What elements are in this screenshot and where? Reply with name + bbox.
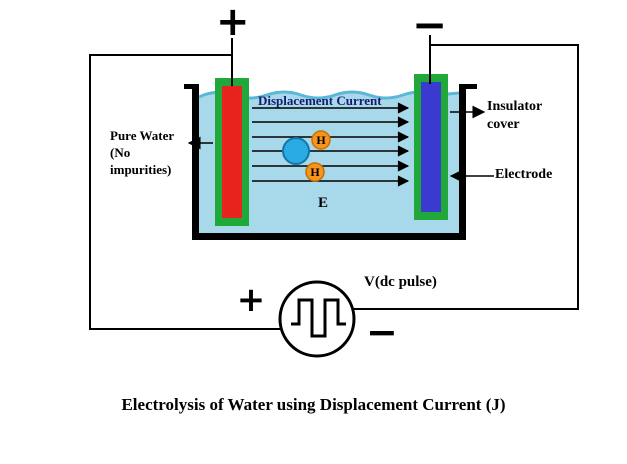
oxygen-atom	[282, 137, 310, 165]
insulator-cover-label: Insulator cover	[487, 99, 543, 132]
tank-bottom-wall	[192, 233, 466, 240]
pulse-source-circle	[278, 280, 356, 358]
tank-left-rim	[184, 84, 199, 89]
square-wave-icon	[291, 298, 346, 338]
water-fill	[199, 92, 459, 233]
minus-terminal-top: −	[412, 0, 448, 49]
hydrogen-ion-2-label: H	[310, 165, 320, 179]
diagram-title: Electrolysis of Water using Displacement…	[121, 395, 506, 414]
plus-terminal-source: +	[236, 280, 266, 320]
hydrogen-ion-2	[305, 162, 325, 182]
electrode-label: Electrode	[495, 167, 553, 182]
pure-water-label: Pure Water (No impurities)	[110, 128, 175, 177]
tank-left-wall	[192, 84, 199, 240]
hydrogen-ion-1-label: H	[316, 133, 326, 147]
hydrogen-ion-1	[311, 130, 331, 150]
field-e-label: E	[318, 195, 329, 211]
minus-terminal-source: −	[366, 310, 398, 354]
tank-right-rim	[459, 84, 477, 89]
right-electrode-blue	[421, 82, 441, 212]
dc-pulse-label: V(dc pulse)	[364, 274, 437, 290]
plus-terminal-top: +	[216, 0, 250, 45]
left-circuit-wire	[89, 54, 283, 330]
tank-right-wall	[459, 84, 466, 240]
left-electrode-red	[222, 86, 242, 218]
displacement-current-label: Displacement Current	[258, 93, 382, 108]
right-circuit-wire	[352, 44, 579, 310]
